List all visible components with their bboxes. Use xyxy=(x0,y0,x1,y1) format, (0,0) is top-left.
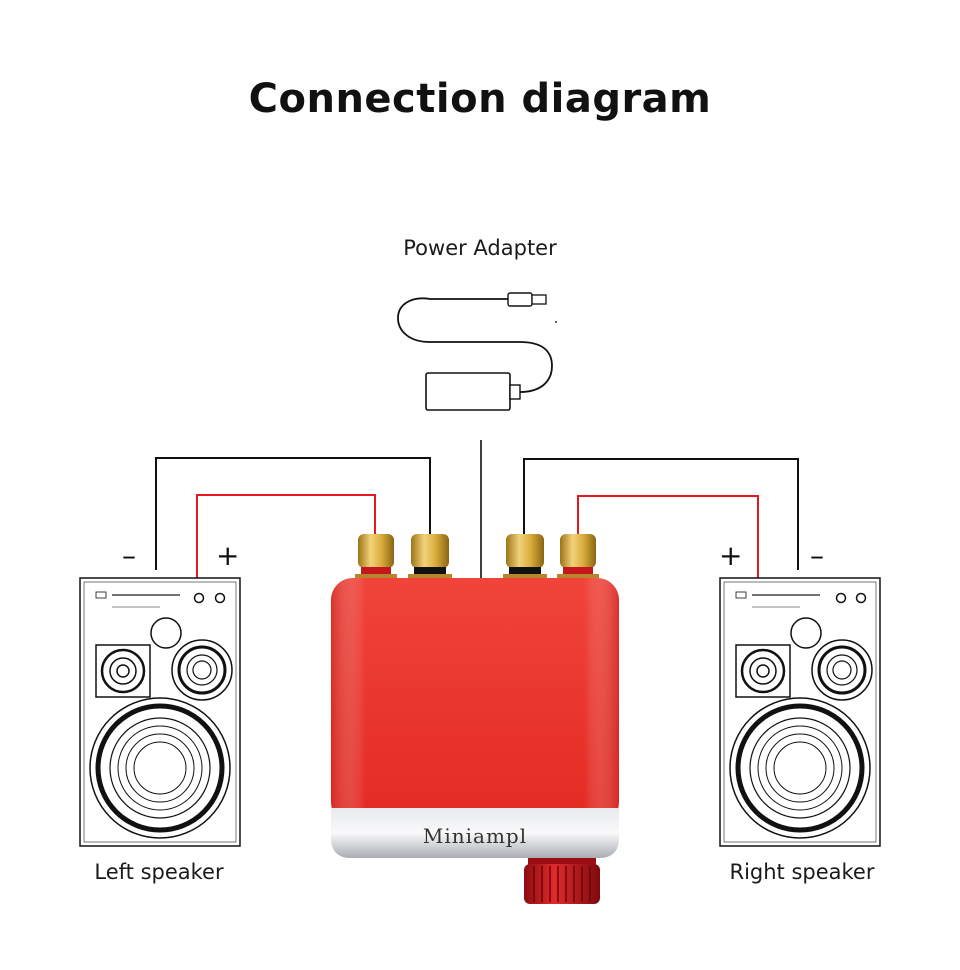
right-plus-sign: + xyxy=(719,539,743,572)
left-speaker xyxy=(79,577,241,847)
usb-plug-tip xyxy=(531,294,547,305)
left-speaker-minus-post xyxy=(214,592,226,604)
left-plus-sign: + xyxy=(216,539,240,572)
right-tweeter xyxy=(740,648,786,694)
amplifier-trim xyxy=(331,808,619,858)
usb-plug-body xyxy=(507,292,533,307)
terminal-right-plus xyxy=(557,534,599,582)
volume-knob xyxy=(524,864,600,904)
dot-mark xyxy=(555,321,557,323)
right-speaker-label: Right speaker xyxy=(729,860,875,884)
right-speaker-plus-post xyxy=(835,592,847,604)
terminal-left-minus xyxy=(408,534,452,582)
power-adapter-label: Power Adapter xyxy=(403,236,557,260)
left-speaker-cabinet xyxy=(79,577,241,847)
amplifier-brand-label: Miniampl xyxy=(422,824,528,848)
right-midrange xyxy=(811,639,873,701)
left-woofer xyxy=(89,697,231,839)
left-tweeter xyxy=(100,648,146,694)
left-minus-sign: – xyxy=(122,539,136,572)
knob-base xyxy=(528,858,596,866)
right-positive-wire xyxy=(577,495,759,578)
speaker-wires xyxy=(155,457,799,578)
terminal-right-minus xyxy=(503,534,547,582)
left-positive-wire xyxy=(196,494,376,578)
right-speaker-port xyxy=(790,617,822,649)
diagram-title: Connection diagram xyxy=(248,76,712,122)
right-speaker xyxy=(719,577,881,847)
power-cable xyxy=(397,297,553,393)
right-speaker-minus-post xyxy=(855,592,867,604)
power-brick-plug xyxy=(509,384,521,400)
amplifier xyxy=(331,534,619,904)
power-brick xyxy=(425,372,511,411)
right-speaker-cabinet xyxy=(719,577,881,847)
left-speaker-label: Left speaker xyxy=(94,860,224,884)
right-woofer xyxy=(729,697,871,839)
left-negative-wire xyxy=(155,457,431,570)
knob-ridges xyxy=(533,866,591,902)
left-midrange xyxy=(171,639,233,701)
power-adapter xyxy=(397,292,557,582)
left-speaker-port xyxy=(150,617,182,649)
terminal-left-plus xyxy=(355,534,397,582)
amplifier-body-shade xyxy=(331,578,619,824)
right-negative-wire xyxy=(523,458,799,570)
left-speaker-plus-post xyxy=(193,592,205,604)
right-minus-sign: – xyxy=(810,539,824,572)
